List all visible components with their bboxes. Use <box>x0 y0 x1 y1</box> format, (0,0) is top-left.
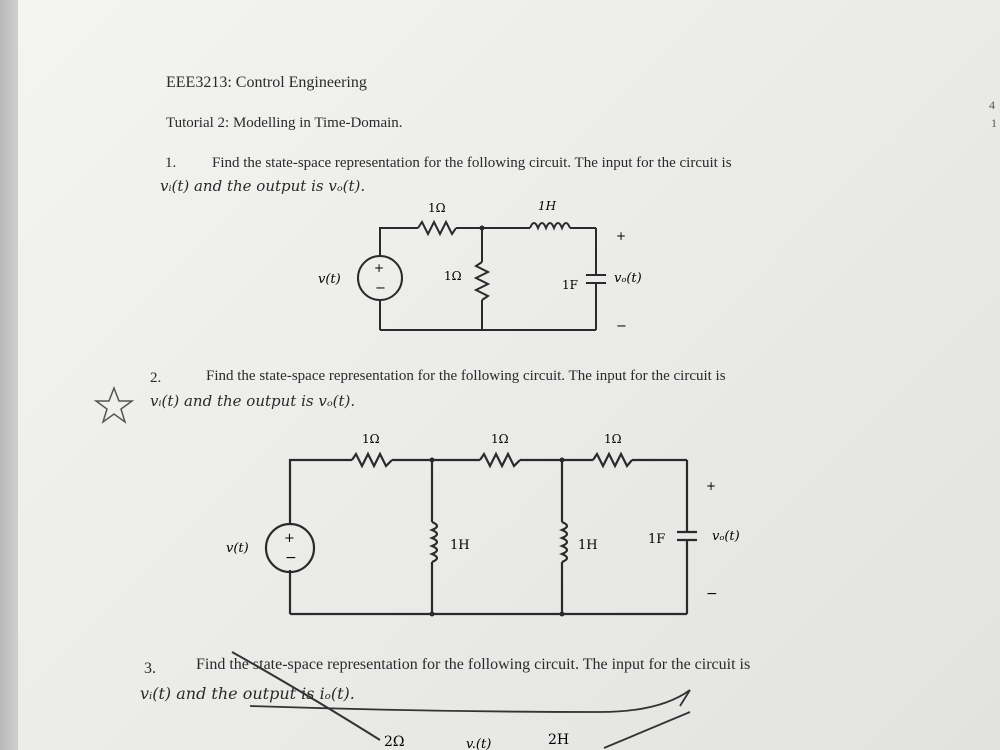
q3-inductor-label: 2H <box>548 732 569 748</box>
pen-stroke-annotation <box>231 651 381 741</box>
q3-source-partial-label: v.(t) <box>466 737 491 750</box>
q2-capacitor-label: 1F <box>648 532 665 547</box>
tutorial-title: Tutorial 2: Modelling in Time-Domain. <box>166 115 403 131</box>
q1-inductor-label: 1H <box>538 199 557 213</box>
resistor-q2-2 <box>479 451 521 469</box>
question-1-line1: Find the state-space representation for … <box>212 155 732 171</box>
edge-mark-2: 1 <box>991 116 997 130</box>
q2-l2-label: 1H <box>578 538 598 553</box>
q2-out-minus: − <box>706 586 718 602</box>
q1-out-plus: + <box>616 229 626 243</box>
q1-r-shunt-label: 1Ω <box>444 269 462 283</box>
q2-r3-label: 1Ω <box>604 432 622 446</box>
inductor-q1 <box>529 222 571 231</box>
q1-out-minus: − <box>616 319 627 334</box>
q2-source-plus: + <box>284 531 295 546</box>
question-1-number: 1. <box>165 155 177 171</box>
q2-r1-label: 1Ω <box>362 432 380 446</box>
question-3-line1: Find the state-space representation for … <box>196 656 751 673</box>
q1-source-plus: + <box>374 261 384 275</box>
q2-source-label: v(t) <box>226 541 249 556</box>
course-title: EEE3213: Control Engineering <box>166 74 367 91</box>
q2-l1-label: 1H <box>450 538 470 553</box>
resistor-q2-3 <box>592 451 633 469</box>
q2-out-plus: + <box>706 479 716 493</box>
edge-mark-1: 4 <box>989 98 995 112</box>
question-2-line1: Find the state-space representation for … <box>206 368 726 384</box>
q2-output-label: vₒ(t) <box>712 529 740 544</box>
voltage-source-q1 <box>357 255 403 301</box>
q1-source-minus: − <box>375 281 386 296</box>
q1-r-series-label: 1Ω <box>428 201 446 215</box>
inductor-q2-2 <box>559 520 569 564</box>
q1-source-label: v(t) <box>318 272 341 287</box>
q3-resistor-label: 2Ω <box>384 734 405 750</box>
desk-edge <box>0 0 18 750</box>
star-doodle-icon <box>94 385 134 424</box>
question-3-number: 3. <box>144 660 156 677</box>
resistor-q2-1 <box>351 451 393 469</box>
resistor-q1-shunt <box>473 261 491 301</box>
q1-capacitor-label: 1F <box>562 278 578 292</box>
question-1-line2: vᵢ(t) and the output is vₒ(t). <box>160 177 366 195</box>
inductor-q2-1 <box>429 520 439 564</box>
q1-output-label: vₒ(t) <box>614 271 642 286</box>
question-3-line2: vᵢ(t) and the output is iₒ(t). <box>140 684 355 703</box>
q2-r2-label: 1Ω <box>491 432 509 446</box>
voltage-source-q2 <box>264 522 316 574</box>
resistor-q1-series <box>417 219 457 237</box>
question-2-number: 2. <box>150 370 162 386</box>
question-2-line2: vᵢ(t) and the output is vₒ(t). <box>150 392 356 410</box>
pen-stroke-annotation-2 <box>603 711 691 749</box>
pen-underline-annotation <box>249 689 691 713</box>
q2-source-minus: − <box>285 550 297 566</box>
